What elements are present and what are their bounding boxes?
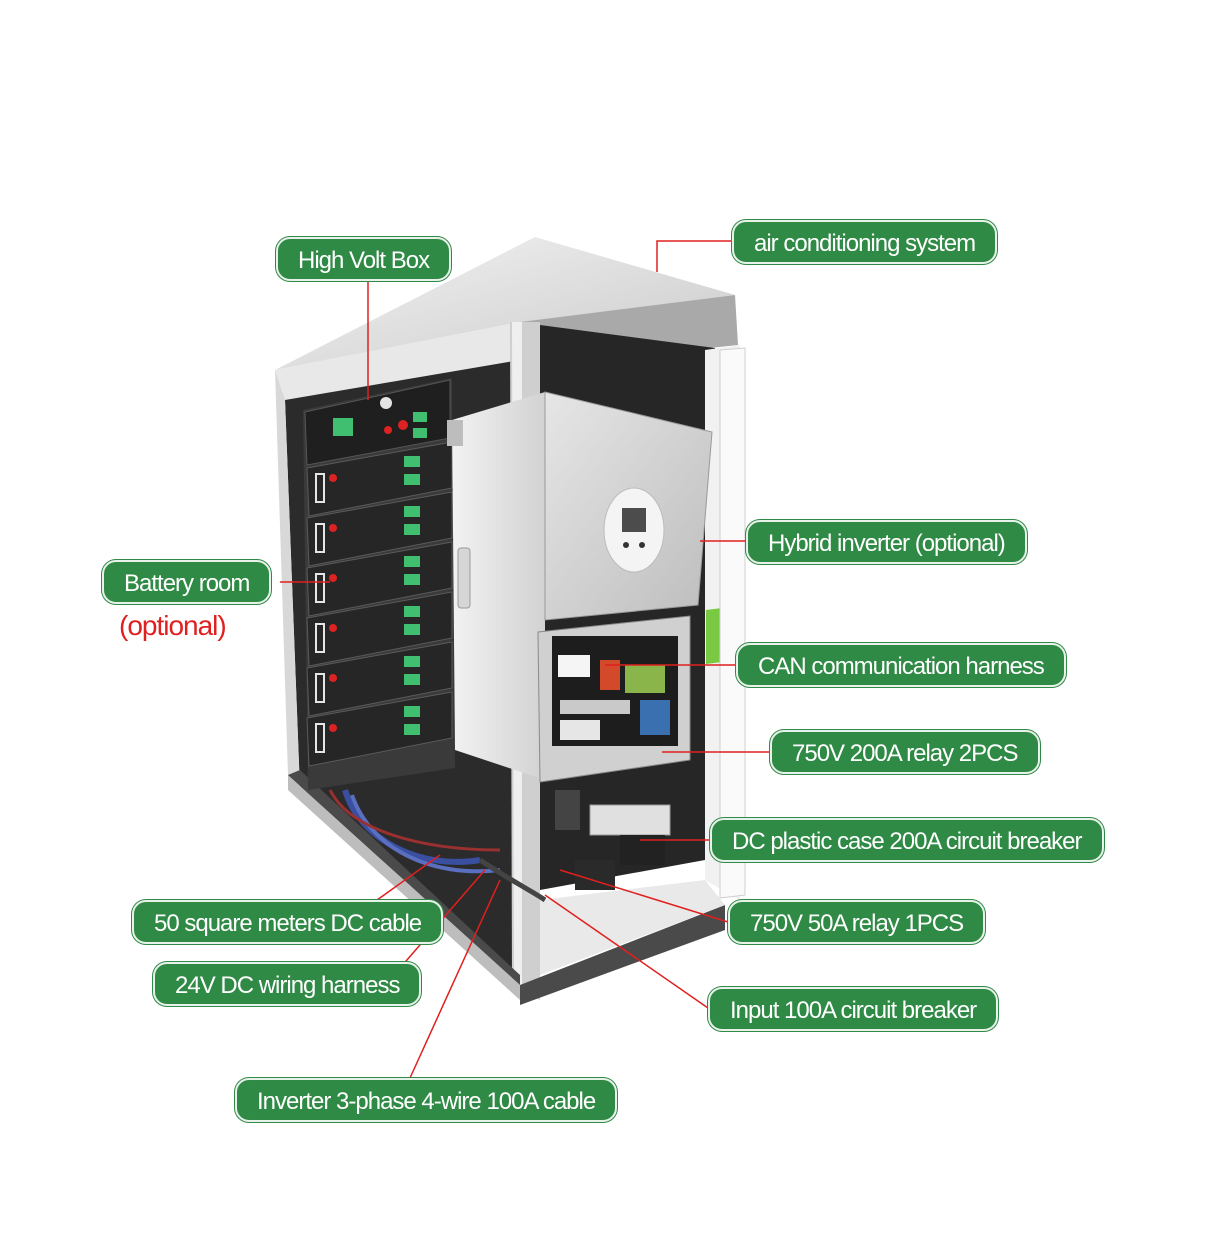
hybrid-inverter	[544, 391, 713, 621]
label-input-breaker: Input 100A circuit breaker	[708, 987, 999, 1031]
cabinet-left-wall	[275, 370, 300, 790]
label-wiring-24v: 24V DC wiring harness	[153, 962, 422, 1006]
leader-lines	[280, 240, 770, 1079]
electrical-panel	[537, 615, 691, 783]
label-dc-cable: 50 square meters DC cable	[132, 900, 444, 944]
battery-terminal	[329, 524, 337, 532]
label-dc-breaker: DC plastic case 200A circuit breaker	[710, 818, 1104, 862]
battery-connector	[404, 506, 420, 517]
battery-modules	[306, 441, 453, 767]
battery-connector	[404, 606, 420, 617]
label-inverter-cable: Inverter 3-phase 4-wire 100A cable	[235, 1078, 618, 1122]
battery-connector	[404, 706, 420, 717]
battery-connector	[404, 656, 420, 667]
battery-connector	[404, 456, 420, 467]
battery-connector	[404, 674, 420, 685]
battery-handle	[315, 723, 325, 753]
battery-connector	[404, 524, 420, 535]
battery-terminal	[329, 474, 337, 482]
label-battery-room: Battery room	[102, 560, 272, 604]
cables	[328, 789, 547, 903]
leader-input-breaker	[544, 894, 709, 1009]
high-volt-box	[304, 379, 451, 466]
battery-terminal	[329, 674, 337, 682]
battery-connector	[404, 624, 420, 635]
cabinet-right-door	[705, 345, 746, 900]
battery-connector	[404, 574, 420, 585]
battery-handle	[315, 623, 325, 653]
leader-inverter-cable	[409, 879, 501, 1079]
battery-handle	[315, 673, 325, 703]
battery-handle	[315, 573, 325, 603]
battery-connector	[404, 556, 420, 567]
battery-terminal	[329, 724, 337, 732]
battery-room-note: (optional)	[119, 610, 227, 641]
battery-handle	[315, 473, 325, 503]
leader-dc-cable	[369, 854, 441, 906]
battery-connector	[404, 474, 420, 485]
inverter-housing	[447, 392, 545, 780]
label-relay-50a: 750V 50A relay 1PCS	[728, 900, 986, 944]
battery-handle	[315, 523, 325, 553]
cabinet-base	[288, 770, 725, 1005]
battery-connector	[404, 724, 420, 735]
leader-relay-50a	[559, 869, 729, 923]
label-hybrid-inverter: Hybrid inverter (optional)	[746, 520, 1027, 564]
battery-terminal	[329, 574, 337, 582]
label-air-conditioning: air conditioning system	[732, 220, 998, 264]
label-high-volt-box: High Volt Box	[276, 237, 452, 281]
label-can-harness: CAN communication harness	[736, 643, 1066, 687]
battery-terminal	[329, 624, 337, 632]
leader-air-conditioning	[656, 240, 732, 272]
label-relay-200a: 750V 200A relay 2PCS	[770, 730, 1040, 774]
